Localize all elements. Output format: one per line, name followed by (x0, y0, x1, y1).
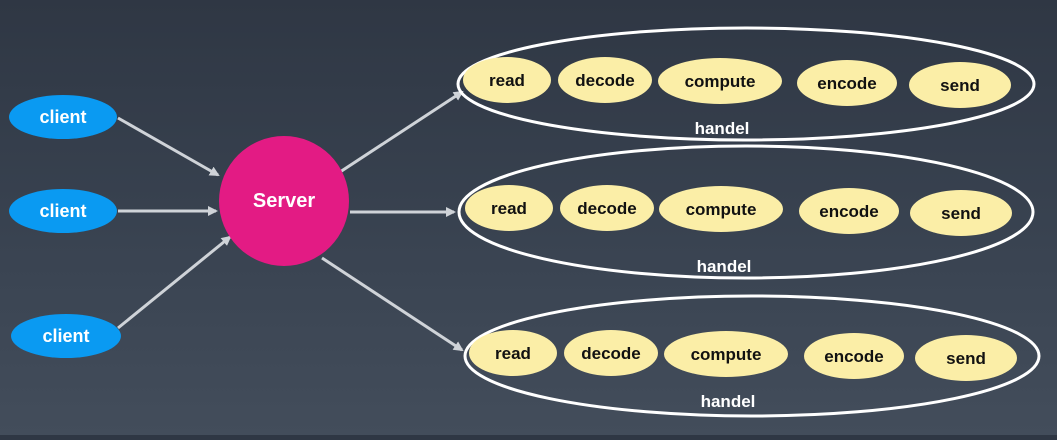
step-label: encode (817, 74, 877, 93)
step-label: decode (577, 199, 637, 218)
step-label: decode (575, 71, 635, 90)
handler-group-2: read decode compute encode send handel (457, 144, 1035, 280)
step-encode: encode (797, 60, 897, 106)
handler-outline (456, 26, 1036, 142)
handler-label: handel (695, 119, 750, 138)
step-send: send (909, 62, 1011, 108)
client-label: client (42, 326, 89, 346)
step-label: encode (824, 347, 884, 366)
server-to-handler-arrows (321, 90, 464, 352)
server-label: Server (253, 190, 315, 212)
step-send: send (910, 190, 1012, 236)
step-encode: encode (804, 333, 904, 379)
step-label: compute (685, 72, 756, 91)
step-read: read (463, 57, 551, 103)
handler-outline (457, 144, 1035, 280)
step-label: send (940, 76, 980, 95)
step-label: compute (691, 345, 762, 364)
server-node: Server (219, 136, 349, 266)
handler-group-3: read decode compute encode send handel (463, 294, 1041, 418)
handler-outline (463, 294, 1041, 418)
handler-label: handel (701, 392, 756, 411)
step-label: send (946, 349, 986, 368)
client-label: client (39, 201, 86, 221)
client-node-1: client (9, 95, 117, 139)
step-compute: compute (664, 331, 788, 377)
client-label: client (39, 107, 86, 127)
arrow-server-to-handler-1 (339, 90, 464, 174)
step-send: send (915, 335, 1017, 381)
handler-label: handel (697, 257, 752, 276)
client-node-2: client (9, 189, 117, 233)
client-node-3: client (11, 314, 121, 358)
step-decode: decode (564, 330, 658, 376)
handler-group-1: read decode compute encode send handel (456, 26, 1036, 142)
step-compute: compute (659, 186, 783, 232)
step-label: encode (819, 202, 879, 221)
step-label: compute (686, 200, 757, 219)
step-compute: compute (658, 58, 782, 104)
client-to-server-arrows (117, 116, 232, 330)
step-decode: decode (560, 185, 654, 231)
step-label: send (941, 204, 981, 223)
step-label: decode (581, 344, 641, 363)
arrow-client-3-to-server (117, 235, 232, 330)
arrow-server-to-handler-3 (321, 256, 464, 352)
step-read: read (465, 185, 553, 231)
step-label: read (495, 344, 531, 363)
step-label: read (489, 71, 525, 90)
step-decode: decode (558, 57, 652, 103)
step-read: read (469, 330, 557, 376)
step-encode: encode (799, 188, 899, 234)
step-label: read (491, 199, 527, 218)
arrow-client-1-to-server (117, 116, 220, 177)
